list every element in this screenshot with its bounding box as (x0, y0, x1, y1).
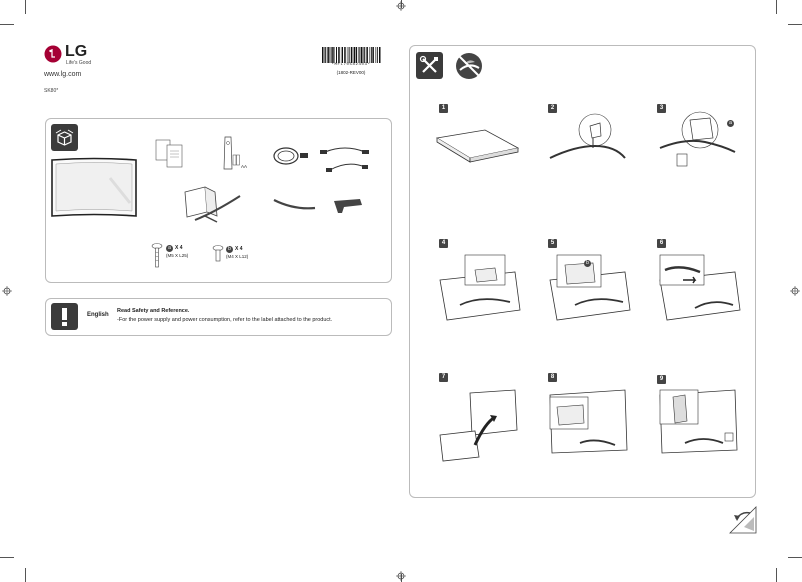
crop-mark (0, 24, 14, 25)
crop-mark (776, 568, 777, 582)
step-number-9: 9 (657, 375, 666, 384)
crop-mark (401, 574, 402, 582)
screw-a-spec: (M5 X L25) (166, 253, 189, 258)
crop-mark (788, 24, 802, 25)
step-3-callout: a (727, 120, 734, 127)
crop-mark (788, 557, 802, 558)
crop-mark (25, 0, 26, 14)
website-url: www.lg.com (44, 71, 82, 78)
step-number-6: 6 (657, 239, 666, 248)
no-soft-surface-icon (456, 53, 482, 79)
step-9-illustration (659, 389, 738, 454)
stand-body-illustration (184, 186, 241, 223)
warning-icon (51, 303, 78, 330)
barcode-icon (322, 47, 381, 63)
brand-name: LG (65, 43, 88, 60)
step-number-2: 2 (548, 104, 557, 113)
registration-mark-icon (396, 1, 406, 11)
step-8-illustration (549, 389, 628, 454)
notice-panel (45, 298, 392, 336)
crop-mark (401, 0, 402, 8)
notice-title: Read Safety and Reference. (117, 308, 190, 314)
screw-b-spec: (M4 X L12) (226, 254, 249, 259)
crop-mark (0, 557, 14, 558)
registration-mark-icon (790, 286, 800, 296)
barcode-revision: (1802-REV00) (336, 70, 366, 75)
page-turn-icon (729, 506, 757, 534)
step-7-illustration (439, 389, 518, 462)
brand-tagline: Life's Good (66, 60, 92, 66)
lg-logo-icon (44, 45, 62, 63)
barcode-code: *MFL70582403* (331, 63, 371, 67)
power-cable-illustration (273, 147, 308, 165)
crop-mark (25, 568, 26, 582)
step-number-3: 3 (657, 104, 666, 113)
step-number-1: 1 (439, 104, 448, 113)
step-number-5: 5 (548, 239, 557, 248)
notice-text: -For the power supply and power consumpt… (117, 317, 333, 323)
step-3-illustration (659, 111, 736, 167)
stand-base-illustration (273, 199, 316, 210)
remote-control-illustration (223, 136, 240, 170)
battery-label: AA (241, 164, 248, 169)
model-number: SK80* (44, 88, 59, 94)
step-5-callout: b (584, 260, 591, 267)
step-5-illustration (549, 254, 631, 321)
step-1-illustration (435, 129, 520, 163)
notice-language: English (87, 312, 109, 318)
registration-mark-icon (396, 571, 406, 581)
step-number-7: 7 (439, 373, 448, 382)
step-number-8: 8 (548, 373, 557, 382)
screw-b-letter: b (226, 246, 233, 253)
screw-a-letter: a (166, 245, 173, 252)
screw-b-qty: X 4 (235, 246, 243, 252)
step-6-illustration (659, 254, 741, 321)
screw-b-icon (212, 245, 224, 262)
screw-a-icon (151, 243, 163, 268)
monitor-illustration (51, 157, 137, 217)
crop-mark (776, 0, 777, 14)
manual-documents-illustration (155, 139, 183, 168)
box-contents-icon (51, 124, 78, 151)
registration-mark-icon (2, 286, 12, 296)
hdmi-cable-illustration (320, 147, 369, 172)
tools-icon (416, 52, 443, 79)
cable-holder-illustration (334, 199, 362, 213)
step-2-illustration (549, 113, 626, 159)
screw-a-qty: X 4 (175, 245, 183, 251)
step-number-4: 4 (439, 239, 448, 248)
step-4-illustration (439, 254, 521, 321)
